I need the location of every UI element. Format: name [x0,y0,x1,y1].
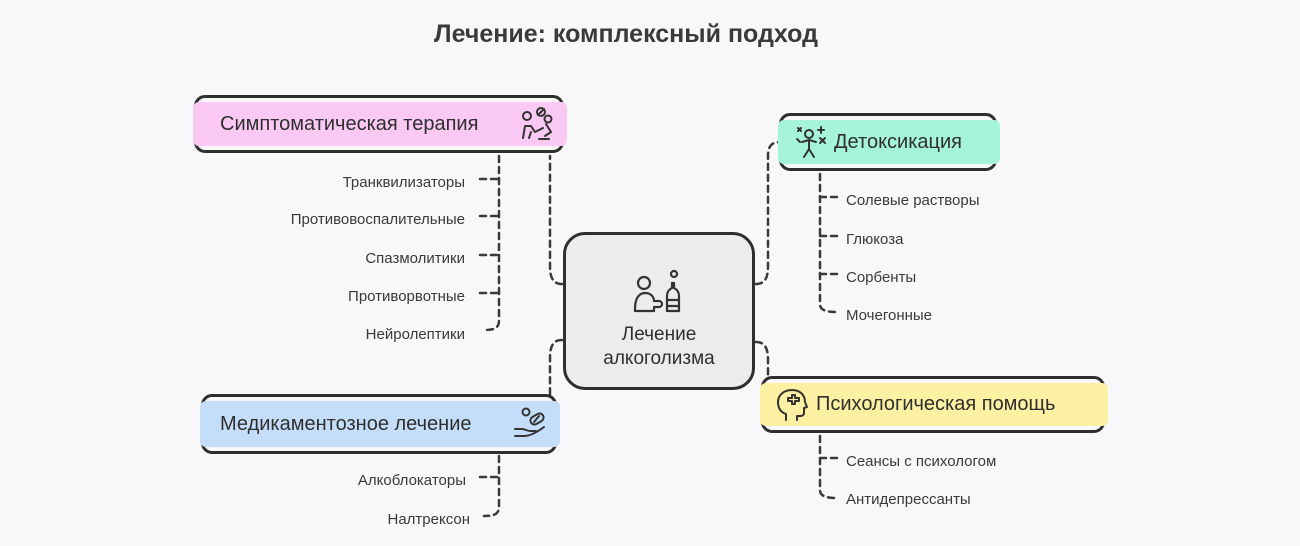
connector-symptomatic [548,154,564,286]
person-pills-icon [522,107,553,140]
node-psychological-label: Психологическая помощь [816,393,1056,415]
center-label-line2: алкоголизма [603,348,715,369]
leaf-symptomatic-1: Транквилизаторы [342,174,465,191]
trunk-medication [482,454,501,518]
center-node: Лечение алкоголизма [563,232,755,390]
leaf-symptomatic-4: Противорвотные [348,288,465,305]
connector-psychological [754,340,770,378]
head-health-icon [777,389,808,421]
leaf-symptomatic-2: Противовоспалительные [290,211,465,228]
hand-pill-icon [514,407,545,437]
leaf-symptomatic-3: Спазмолитики [365,250,465,267]
leaf-detox-3: Сорбенты [846,269,917,286]
connector-medication [548,338,564,396]
node-medication-label: Медикаментозное лечение [220,412,472,435]
leaf-psychological-1: Сеансы с психологом [846,453,997,470]
page-title: Лечение: комплексный подход [434,20,818,48]
trunk-detox [818,172,838,314]
leaf-detox-1: Солевые растворы [846,192,980,209]
person-sparkles-icon [796,126,826,158]
node-detox-label: Детоксикация [834,130,962,153]
trunk-symptomatic [482,154,501,332]
leaf-detox-4: Мочегонные [846,307,933,324]
leaf-detox-2: Глюкоза [846,231,904,248]
node-psychological: Психологическая помощь [760,376,1108,433]
node-detox: Детоксикация [778,113,1000,171]
center-label-line1: Лечение [621,324,697,345]
leaf-psychological-2: Антидепрессанты [846,491,971,508]
connector-detox [754,140,782,286]
node-symptomatic: Симптоматическая терапия [193,95,567,153]
node-medication: Медикаментозное лечение [200,394,560,454]
leaf-medication-1: Алкоблокаторы [357,472,466,489]
leaf-symptomatic-5: Нейролептики [365,326,465,343]
trunk-psychological [818,434,838,500]
person-bottle-icon [633,269,681,313]
node-symptomatic-label: Симптоматическая терапия [220,112,479,135]
leaf-medication-2: Налтрексон [387,511,470,528]
